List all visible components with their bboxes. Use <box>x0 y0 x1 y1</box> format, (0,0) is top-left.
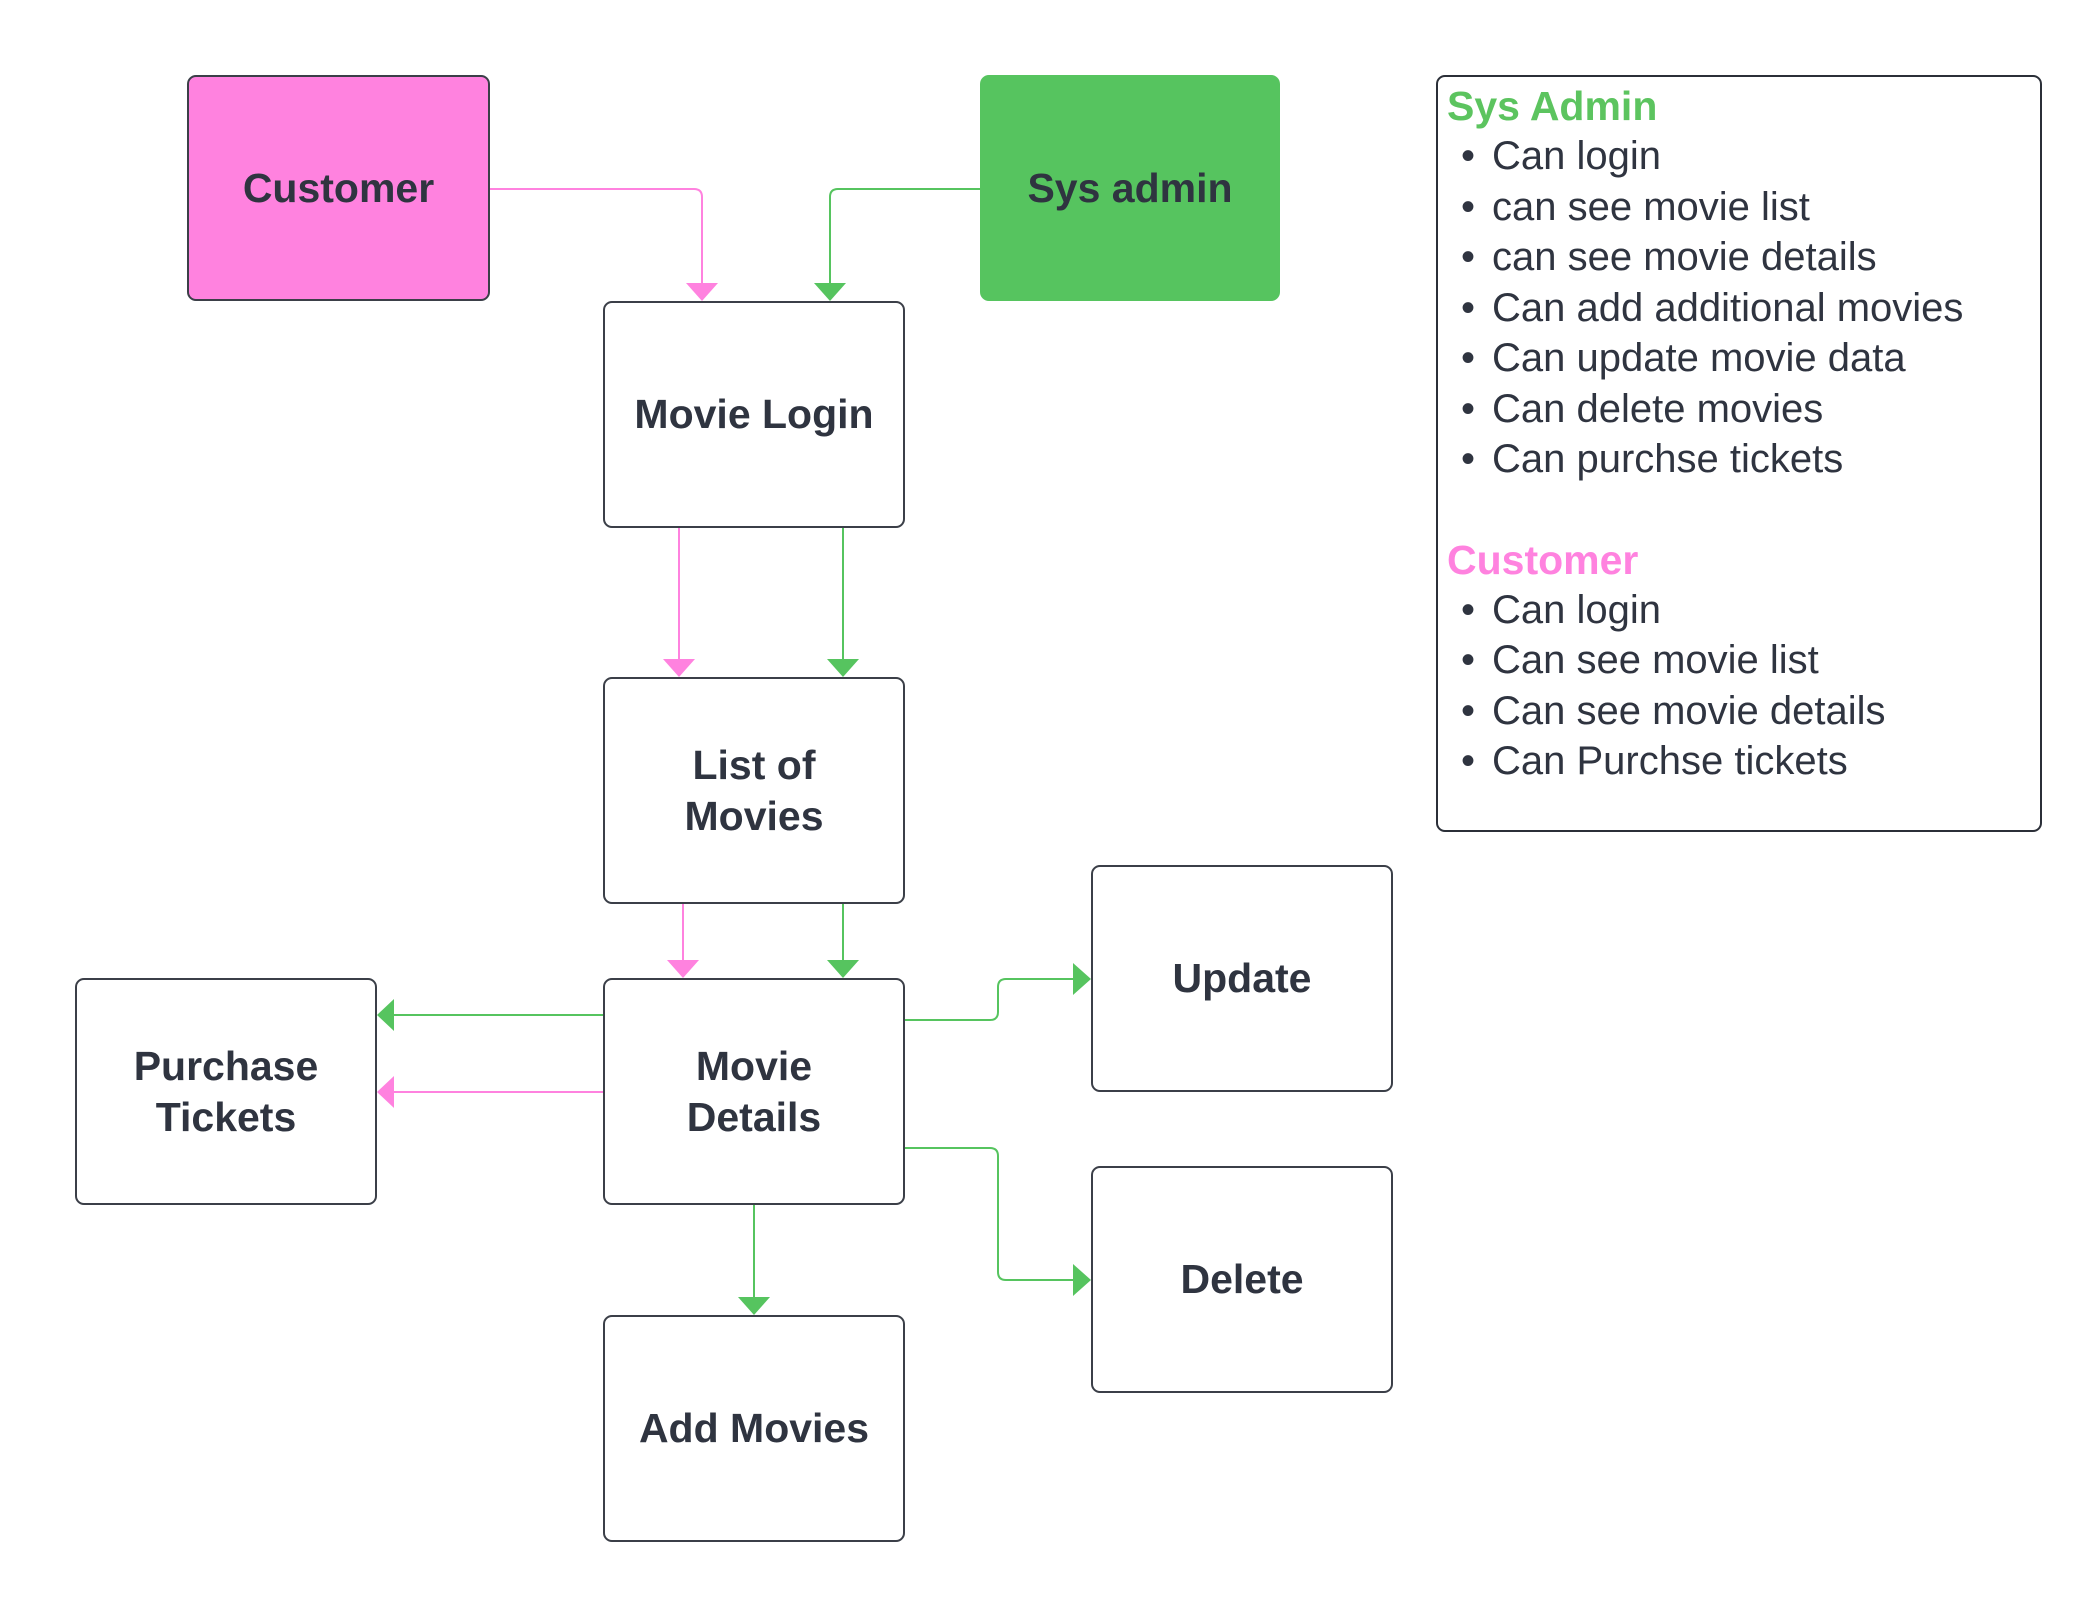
legend-sys-admin-list: • Can login • can see movie list • can see mo… <box>1447 131 2040 485</box>
bullet-icon: • <box>1461 739 1476 783</box>
legend-customer-item: • Can Purchse tickets <box>1447 736 2040 787</box>
legend-sys_admin-item: • can see movie list <box>1447 182 2040 233</box>
edge-list-to-details-customer <box>667 904 699 978</box>
legend-customer-item-text: Can login <box>1492 587 1662 632</box>
bullet-icon: • <box>1461 587 1476 632</box>
legend-sys_admin-item: • Can purchse tickets <box>1447 434 2040 485</box>
legend-sys_admin-item-text: can see movie details <box>1492 235 1877 279</box>
list-of-movies-label: List of Movies <box>684 741 824 839</box>
edge-details-to-purchase-sysadmin <box>377 999 603 1031</box>
movie-login-node: Movie Login <box>603 301 905 528</box>
edge-details-to-delete <box>905 1147 1091 1296</box>
delete-label: Delete <box>1180 1256 1304 1302</box>
legend-sys_admin-item: • Can update movie data <box>1447 333 2040 384</box>
legend-sys_admin-item-text: Can delete movies <box>1492 386 1824 431</box>
legend-customer-item: • Can see movie list <box>1447 635 2040 686</box>
permissions-legend: Sys Admin •Can login•can see movie list•… <box>1436 75 2042 832</box>
edge-details-to-add-movies <box>738 1205 770 1315</box>
sys-admin-actor-label: Sys admin <box>1027 164 1233 211</box>
bullet-icon: • <box>1461 437 1476 481</box>
bullet-icon: • <box>1461 285 1476 330</box>
edge-login-to-list-customer <box>663 528 695 677</box>
bullet-icon: • <box>1461 386 1476 431</box>
legend-customer-item-text: Can see movie list <box>1492 638 1819 682</box>
movie-login-label: Movie Login <box>634 391 874 437</box>
legend-sys_admin-item-text: Can add additional movies <box>1492 285 1964 330</box>
legend-spacer <box>1447 485 2040 535</box>
list-of-movies-node: List of Movies <box>603 677 905 904</box>
edge-login-to-list-sysadmin <box>827 528 859 677</box>
legend-sys_admin-item: • Can add additional movies <box>1447 283 2040 334</box>
delete-node: Delete <box>1091 1166 1393 1393</box>
add-movies-label: Add Movies <box>638 1405 870 1451</box>
legend-customer-item: • Can login <box>1447 585 2040 636</box>
customer-actor-node: Customer <box>187 75 490 301</box>
bullet-icon: • <box>1461 336 1476 380</box>
legend-sys_admin-item-text: Can purchse tickets <box>1492 437 1844 481</box>
legend-customer-list: • Can login • Can see movie list • Can see mo… <box>1447 585 2040 787</box>
add-movies-node: Add Movies <box>603 1315 905 1542</box>
purchase-tickets-node: Purchase Tickets <box>75 978 377 1205</box>
legend-sys_admin-item: • Can login <box>1447 131 2040 182</box>
customer-actor-label: Customer <box>242 164 435 211</box>
bullet-icon: • <box>1461 688 1476 733</box>
legend-customer-title: Customer <box>1447 536 1639 583</box>
legend-customer-item: • Can see movie details <box>1447 686 2040 737</box>
update-label: Update <box>1172 955 1312 1001</box>
bullet-icon: • <box>1461 638 1476 682</box>
edge-sysadmin-to-movie-login <box>814 188 980 301</box>
legend-customer-item-text: Can see movie details <box>1492 688 1886 733</box>
legend-sys_admin-item-text: Can login <box>1492 134 1662 178</box>
legend-sys_admin-item-text: can see movie list <box>1492 184 1810 229</box>
sys-admin-actor-node: Sys admin <box>980 75 1280 301</box>
edge-details-to-purchase-customer <box>377 1076 603 1108</box>
bullet-icon: • <box>1461 134 1476 178</box>
legend-sys_admin-item: • can see movie details <box>1447 232 2040 283</box>
purchase-tickets-label: Purchase Tickets <box>133 1042 319 1140</box>
legend-sys_admin-item: • Can delete movies <box>1447 384 2040 435</box>
bullet-icon: • <box>1461 235 1476 279</box>
legend-sys_admin-item-text: Can update movie data <box>1492 336 1906 380</box>
update-node: Update <box>1091 865 1393 1092</box>
movie-details-label: Movie Details <box>686 1042 822 1140</box>
legend-sys-admin-title: Sys Admin <box>1447 83 1658 129</box>
movie-details-node: Movie Details <box>603 978 905 1205</box>
edge-list-to-details-sysadmin <box>827 904 859 978</box>
edge-details-to-update <box>905 963 1091 1021</box>
legend-customer-item-text: Can Purchse tickets <box>1492 739 1848 783</box>
edge-customer-to-movie-login <box>490 188 718 301</box>
bullet-icon: • <box>1461 184 1476 229</box>
